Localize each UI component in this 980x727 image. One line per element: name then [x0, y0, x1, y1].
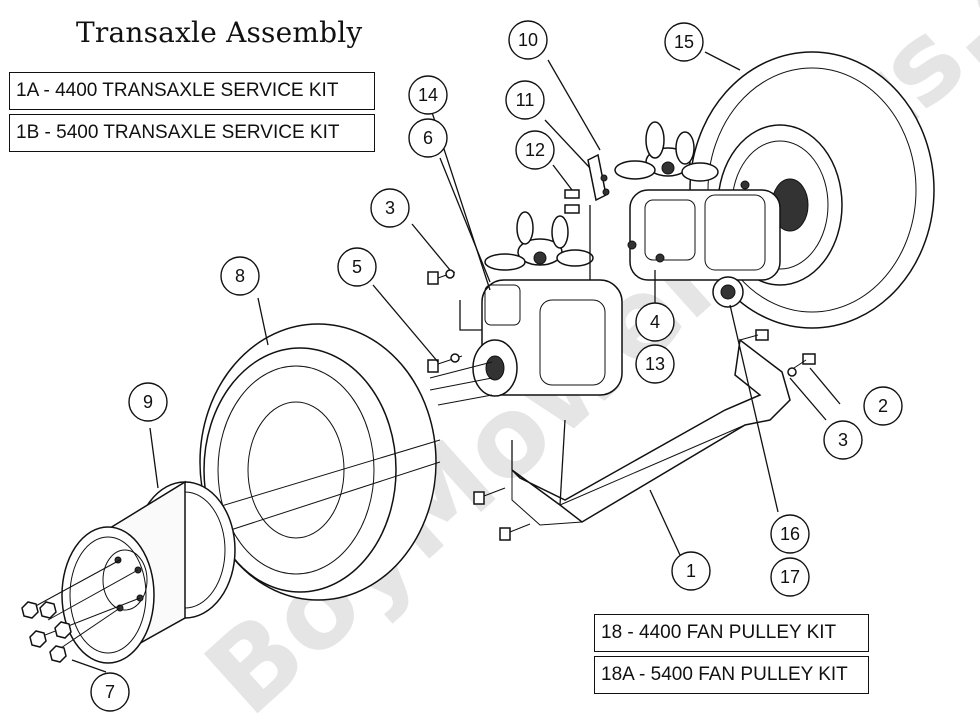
- callout-9: 9: [128, 382, 168, 422]
- callout-15: 15: [664, 22, 704, 62]
- callout-6: 6: [408, 118, 448, 158]
- kit-label-1a: 1A - 4400 TRANSAXLE SERVICE KIT: [9, 72, 375, 110]
- center-fan-icon: [484, 211, 594, 271]
- svg-text:2: 2: [878, 396, 888, 416]
- callout-12: 10: [508, 20, 548, 60]
- frame-bracket: [511, 338, 791, 526]
- kit-label-18a: 18A - 5400 FAN PULLEY KIT: [594, 656, 869, 694]
- lug-nuts: [21, 559, 141, 663]
- rim: [61, 480, 236, 664]
- callout-17: 17: [770, 557, 810, 597]
- svg-text:5: 5: [352, 257, 362, 277]
- svg-text:3: 3: [838, 430, 848, 450]
- left-tire: [199, 323, 437, 601]
- svg-text:15: 15: [674, 32, 694, 52]
- right-fan-icon: [614, 121, 719, 182]
- svg-text:17: 17: [780, 567, 800, 587]
- callout-14: 14: [408, 75, 448, 115]
- callout-3-top: 3: [370, 188, 410, 228]
- callout-11: 12: [515, 130, 555, 170]
- callout-3-right: 3: [823, 420, 863, 460]
- svg-text:11: 11: [516, 90, 535, 110]
- right-transaxle: [614, 121, 781, 308]
- svg-text:10: 10: [518, 30, 538, 50]
- svg-text:16: 16: [780, 524, 800, 544]
- diagram-title: Transaxle Assembly: [76, 16, 363, 49]
- callout-10: 11: [505, 80, 545, 120]
- kit-label-1b: 1B - 5400 TRANSAXLE SERVICE KIT: [9, 114, 375, 152]
- callout-1: 1: [671, 551, 711, 591]
- svg-text:14: 14: [418, 85, 438, 105]
- callout-8: 8: [220, 256, 260, 296]
- svg-text:8: 8: [235, 266, 245, 286]
- kit-label-18: 18 - 4400 FAN PULLEY KIT: [594, 614, 869, 652]
- svg-text:1: 1: [686, 561, 696, 581]
- svg-text:7: 7: [105, 682, 115, 702]
- svg-text:12: 12: [525, 140, 545, 160]
- svg-text:4: 4: [650, 312, 660, 332]
- callout-7: 7: [90, 672, 130, 712]
- callout-4: 4: [635, 302, 675, 342]
- bolts: [427, 153, 816, 541]
- callout-13: 13: [635, 344, 675, 384]
- callout-2: 2: [863, 386, 903, 426]
- svg-text:6: 6: [423, 128, 433, 148]
- callout-16: 16: [770, 514, 810, 554]
- callout-5: 5: [337, 247, 377, 287]
- svg-text:13: 13: [645, 354, 665, 374]
- axle-shafts: [429, 361, 493, 406]
- svg-text:3: 3: [385, 198, 395, 218]
- center-transaxle: [472, 211, 623, 397]
- svg-text:9: 9: [143, 392, 153, 412]
